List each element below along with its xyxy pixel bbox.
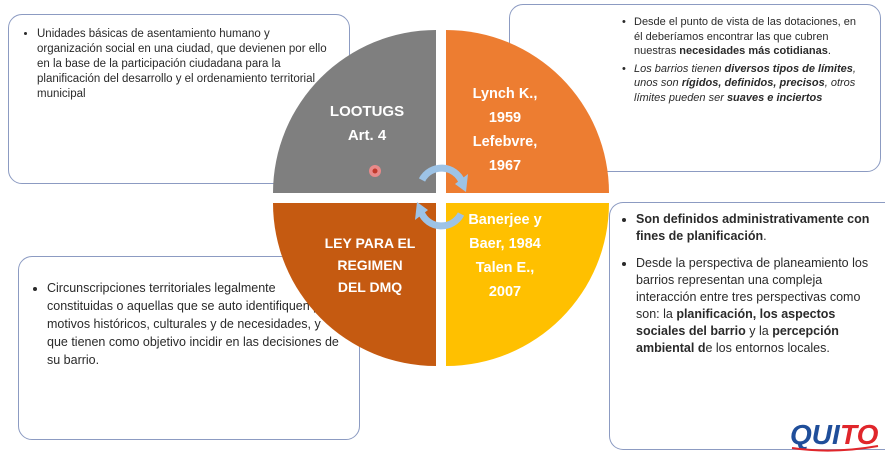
label-lootugs-line-1: LOOTUGS — [329, 103, 405, 120]
label-lootugs: LOOTUGS Art. 4 — [312, 100, 422, 148]
label-ley-line-1: LEY PARA EL — [324, 235, 416, 251]
perspectiva-bullet: Desde la perspectiva de planeamiento los… — [636, 255, 875, 357]
svg-text:QUI: QUI — [790, 419, 841, 450]
definidos-period: . — [763, 229, 767, 243]
label-lootugs-line-2: Art. 4 — [347, 127, 387, 144]
definidos-bullet: Son definidos administrativamente con fi… — [636, 211, 875, 245]
svg-text:TO: TO — [840, 419, 879, 450]
description-box-banerjee-talen: Son definidos administrativamente con fi… — [609, 202, 885, 450]
perspectiva-bold-1: planificación, los aspectos sociales del… — [636, 307, 836, 338]
perspectiva-text-3: e los entornos locales. — [705, 341, 830, 355]
perspectiva-bold-2: percepción ambiental d — [636, 324, 839, 355]
quadrant-bottom-right — [446, 203, 609, 366]
label-ley-line-3: DEL DMQ — [337, 279, 403, 295]
description-box-lootugs: Unidades básicas de asentamiento humano … — [8, 14, 350, 184]
dotaciones-text: Desde el punto de vista de las dotacione… — [634, 16, 856, 57]
label-ley-dmq: LEY PARA EL REGIMEN DEL DMQ — [310, 232, 430, 298]
label-banerjee-line-1: Banerjee y — [468, 212, 542, 228]
limites-bullet: Los barrios tienen diversos tipos de lím… — [622, 62, 866, 106]
perspectiva-text-2: y la — [745, 324, 773, 338]
label-lefebvre-line-2: 1967 — [488, 158, 522, 174]
dotaciones-bullet: Desde el punto de vista de las dotacione… — [622, 15, 866, 59]
quadrant-top-left — [273, 30, 436, 193]
definidos-bold-text: Son definidos administrativamente con fi… — [636, 212, 870, 243]
quito-logo: QUI TO — [790, 419, 879, 452]
circunscripciones-text: Circunscripciones territoriales legalmen… — [47, 279, 345, 369]
limites-text-3: , otros límites pueden ser — [634, 77, 856, 104]
perspectiva-text-1: Desde la perspectiva de planeamiento los… — [636, 256, 869, 321]
quadrant-top-right — [446, 30, 609, 193]
dotaciones-period: . — [827, 45, 831, 57]
label-lefebvre-line-1: Lefebvre, — [472, 134, 538, 150]
label-lynch-line-1: Lynch K., — [472, 86, 538, 102]
label-talen-line-2: 2007 — [488, 284, 522, 300]
cycle-arrows-icon — [415, 164, 468, 230]
label-ley-line-2: REGIMEN — [337, 257, 403, 273]
limites-bold-1: diversos tipos de límites — [724, 62, 853, 75]
lootugs-definition-text: Unidades básicas de asentamiento humano … — [37, 27, 335, 102]
label-talen-line-1: Talen E., — [475, 260, 535, 276]
limites-text-1: Los barrios tienen — [634, 62, 725, 75]
quadrant-bottom-left — [273, 203, 436, 366]
marker-dot-icon — [369, 165, 381, 177]
limites-text-2: , unos son — [634, 62, 856, 90]
label-banerjee-line-2: Baer, 1984 — [469, 236, 541, 252]
label-lynch-lefebvre: Lynch K., 1959 Lefebvre, 1967 — [455, 82, 555, 178]
limites-bold-2: rígidos, definidos, precisos — [681, 77, 825, 89]
label-banerjee-talen: Banerjee y Baer, 1984 Talen E., 2007 — [455, 208, 555, 304]
limites-bold-3: suaves e inciertos — [726, 91, 823, 104]
necesidades-bold-text: necesidades más cotidianas — [679, 45, 828, 57]
label-lynch-line-2: 1959 — [488, 110, 522, 126]
